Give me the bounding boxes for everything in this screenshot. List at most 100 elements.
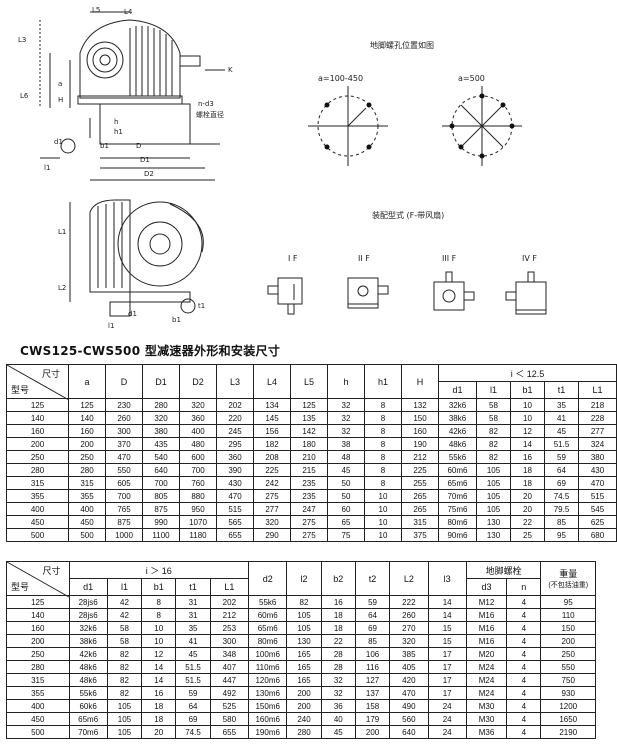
value-cell: 255 xyxy=(401,476,439,490)
value-cell: 760 xyxy=(179,476,217,490)
value-cell: 605 xyxy=(105,476,143,490)
value-cell: M36 xyxy=(465,725,508,739)
value-cell: 105 xyxy=(476,476,511,490)
value-cell: 58 xyxy=(106,621,143,635)
value-cell: 120m6 xyxy=(248,673,288,687)
value-cell: 10 xyxy=(364,502,402,516)
label-mid-b1: b1 xyxy=(172,316,181,324)
table1-header-h1: h1 xyxy=(364,364,402,399)
value-cell: 1000 xyxy=(105,528,143,542)
label-l6: L6 xyxy=(20,92,29,100)
value-cell: 640 xyxy=(389,725,429,739)
value-cell: 69 xyxy=(354,621,391,635)
label-d1-small: d1 xyxy=(54,138,63,146)
table1-corner-model: 型号 xyxy=(11,385,30,395)
table2-header-shaft-d1: d1 xyxy=(68,578,108,596)
value-cell: 640 xyxy=(142,463,180,477)
value-cell: 700 xyxy=(142,476,180,490)
value-cell: 32k6 xyxy=(68,621,108,635)
value-cell: 14 xyxy=(427,595,467,609)
label-l3: L3 xyxy=(18,36,27,44)
value-cell: 35 xyxy=(544,398,579,412)
table2-weight-label: 重量 xyxy=(559,569,578,579)
label-mid-d1: d1 xyxy=(128,310,137,318)
value-cell: 200 xyxy=(68,437,106,451)
label-n-d3: n-d3 xyxy=(198,100,214,108)
value-cell: 59 xyxy=(354,595,391,609)
assembly-type-4-label: IV F xyxy=(522,254,537,263)
value-cell: 470 xyxy=(389,686,429,700)
value-cell: 160m6 xyxy=(248,712,288,726)
value-cell: 58 xyxy=(476,411,511,425)
value-cell: 17 xyxy=(427,660,467,674)
value-cell: 4 xyxy=(506,621,542,635)
value-cell: 218 xyxy=(578,398,617,412)
table1-corner-dimension: 尺寸 xyxy=(41,369,60,379)
value-cell: 1180 xyxy=(179,528,217,542)
value-cell: 348 xyxy=(209,647,250,661)
value-cell: 200 xyxy=(286,699,322,713)
value-cell: 208 xyxy=(253,450,291,464)
value-cell: 165 xyxy=(286,647,322,661)
value-cell: 420 xyxy=(389,673,429,687)
value-cell: 4 xyxy=(506,634,542,648)
value-cell: 405 xyxy=(389,660,429,674)
value-cell: 295 xyxy=(216,437,254,451)
value-cell: 655 xyxy=(216,528,254,542)
model-cell: 140 xyxy=(6,411,69,425)
value-cell: 142 xyxy=(290,424,328,438)
value-cell: 4 xyxy=(506,725,542,739)
value-cell: 100m6 xyxy=(248,647,288,661)
label-d2: D2 xyxy=(144,170,154,178)
value-cell: 28js6 xyxy=(68,608,108,622)
model-cell: 315 xyxy=(6,476,69,490)
value-cell: 60m6 xyxy=(438,463,477,477)
value-cell: 560 xyxy=(389,712,429,726)
value-cell: 190m6 xyxy=(248,725,288,739)
value-cell: 10 xyxy=(364,489,402,503)
model-cell: 200 xyxy=(6,437,69,451)
value-cell: 277 xyxy=(578,424,617,438)
value-cell: 300 xyxy=(209,634,250,648)
value-cell: 290 xyxy=(253,528,291,542)
value-cell: 450 xyxy=(68,515,106,529)
value-cell: 880 xyxy=(179,489,217,503)
value-cell: 140 xyxy=(68,411,106,425)
label-d1: D1 xyxy=(140,156,150,164)
value-cell: 60m6 xyxy=(248,608,288,622)
value-cell: 18 xyxy=(510,476,545,490)
value-cell: 40 xyxy=(320,712,356,726)
model-cell: 400 xyxy=(6,699,70,713)
value-cell: 165 xyxy=(286,660,322,674)
value-cell: 380 xyxy=(142,424,180,438)
value-cell: 8 xyxy=(364,424,402,438)
value-cell: M12 xyxy=(465,595,508,609)
value-cell: 130m6 xyxy=(248,686,288,700)
value-cell: 137 xyxy=(354,686,391,700)
value-cell: 4 xyxy=(506,608,542,622)
value-cell: 158 xyxy=(354,699,391,713)
value-cell: 18 xyxy=(320,621,356,635)
value-cell: 625 xyxy=(578,515,617,529)
value-cell: 64 xyxy=(544,463,579,477)
value-cell: 540 xyxy=(142,450,180,464)
value-cell: 32 xyxy=(327,424,365,438)
value-cell: 8 xyxy=(364,463,402,477)
value-cell: M20 xyxy=(465,647,508,661)
value-cell: 31 xyxy=(175,608,211,622)
value-cell: 145 xyxy=(253,411,291,425)
value-cell: 32 xyxy=(320,673,356,687)
value-cell: 22 xyxy=(510,515,545,529)
value-cell: 12 xyxy=(141,647,177,661)
value-cell: 765 xyxy=(105,502,143,516)
value-cell: 390 xyxy=(216,463,254,477)
value-cell: 875 xyxy=(105,515,143,529)
